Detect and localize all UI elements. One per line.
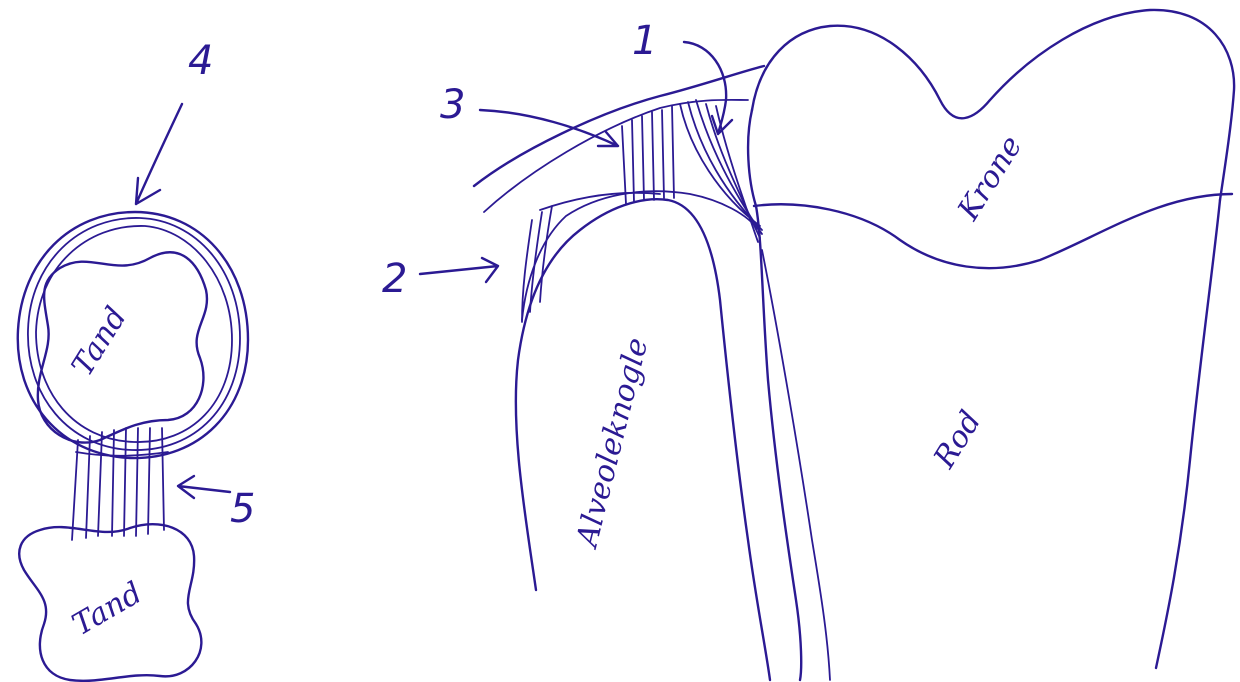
root-right-side (1156, 200, 1220, 668)
label-tand-bottom: Tand (67, 576, 149, 643)
alveolar-bone (516, 199, 770, 680)
fiber-bundle-3 (622, 106, 674, 204)
number-4: 4 (188, 38, 213, 84)
root-inner-line (762, 250, 830, 680)
fiber-bundle-2 (522, 193, 660, 322)
arrow-4 (136, 104, 182, 204)
number-3: 3 (440, 82, 465, 128)
alveolar-crest-inner (522, 191, 760, 320)
number-2: 2 (382, 256, 407, 302)
outer-ring-3 (36, 226, 232, 442)
outer-ring-2 (28, 218, 240, 450)
cross-section-figure: Tand Tand 4 5 (18, 38, 256, 681)
tooth-outline-top (38, 252, 207, 442)
number-5: 5 (230, 486, 255, 532)
label-alveoleknogle: Alveoleknogle (569, 334, 655, 553)
label-krone: Krone (951, 130, 1030, 227)
label-rod: Rod (927, 405, 989, 475)
label-tand-top: Tand (65, 301, 134, 382)
arrow-5 (178, 476, 230, 498)
number-1: 1 (632, 18, 657, 64)
outer-ring-1 (18, 212, 248, 458)
longitudinal-section-figure: 1 2 3 Alveoleknogle Krone Rod (382, 10, 1234, 680)
arrow-2 (420, 258, 498, 282)
